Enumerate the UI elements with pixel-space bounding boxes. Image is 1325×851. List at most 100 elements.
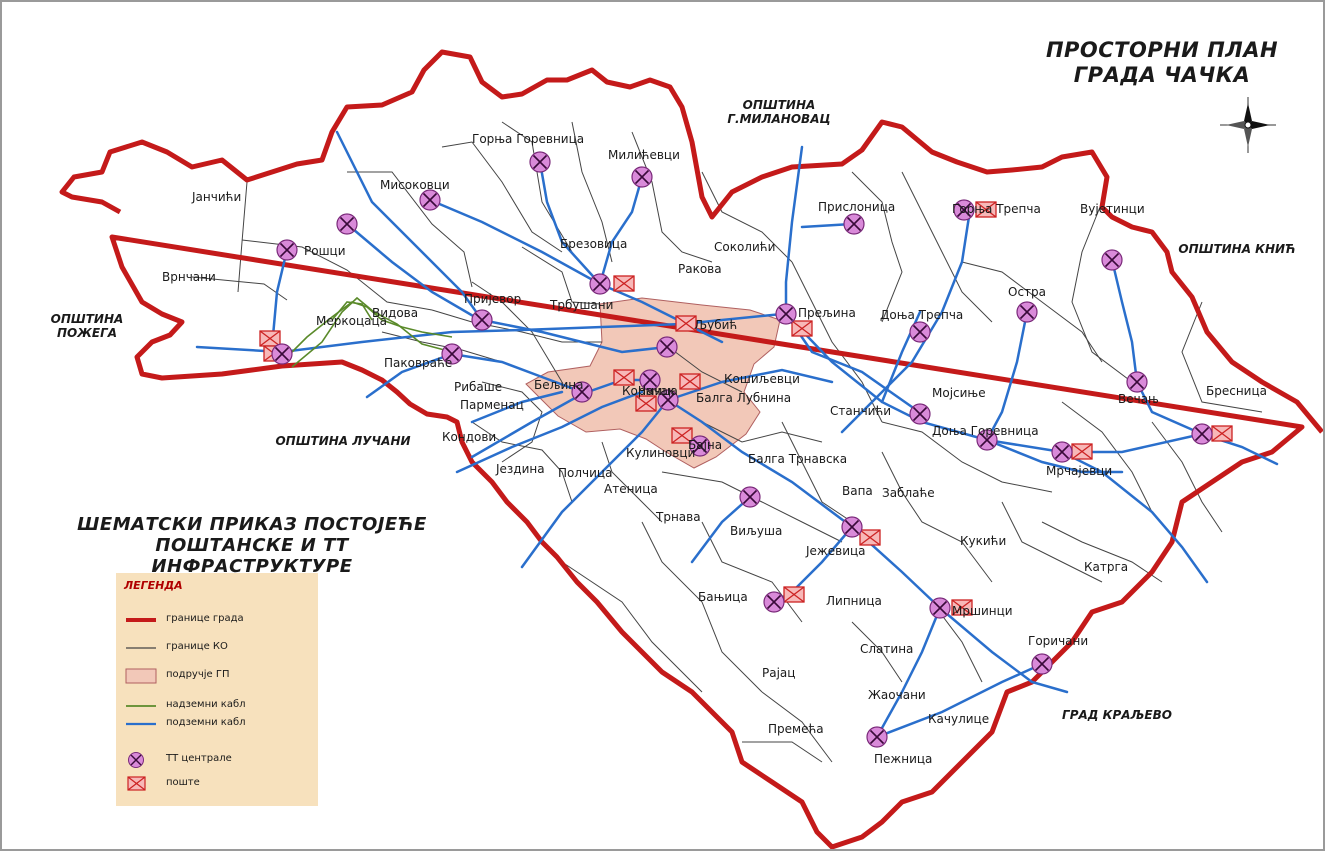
legend-item-underground-cable: подземни кабл [124,715,314,733]
place-label: Мисоковци [380,178,450,192]
place-label: Станчићи [830,404,892,418]
place-label: Мојсиње [932,386,986,400]
place-label: Кошиљевци [724,372,800,386]
post-office-icon [675,315,697,332]
post-office-icon [951,599,973,616]
place-label: Остра [1008,285,1047,299]
neighbour-knic: ОПШТИНА КНИЋ [1178,242,1296,256]
place-label: Видова [372,306,419,320]
place-label: Јанчићи [192,190,242,204]
aerial-cables [286,296,453,368]
place-label: Липница [826,594,882,608]
ko-boundaries [191,121,1263,763]
tt-center-icon [1051,441,1073,463]
underground-cables [195,130,1279,739]
place-label: Брезовица [560,237,628,251]
place-label: Пармeнац [460,398,524,412]
place-label: Заблаће [882,486,935,500]
post-office-icon [1211,425,1233,442]
legend-item-city-border: границе града [124,611,314,629]
post-office-icon [975,201,997,218]
tt-center-icon [843,213,865,235]
tt-center-icon [953,199,975,221]
place-label: Полчица [558,466,613,480]
tt-center-icon [775,303,797,325]
legend-label: поште [166,777,200,788]
post-office-icon [127,776,146,791]
map-subtitle-line2: ПОШТАНСКЕ И ТТ ИНФРАСТРУКТУРЕ [151,535,353,577]
tt-center-icon [1016,301,1038,323]
neighbour-milanovac-line2: Г.МИЛАНОВАЦ [727,112,831,126]
place-label: Мршинци [952,604,1013,618]
tt-center-icon [739,486,761,508]
tt-center-icon [1191,423,1213,445]
place-label: Соколићи [714,240,776,254]
map-title-line2: ГРАДА ЧАЧКА [1073,63,1251,87]
place-label: Вапа [842,484,873,498]
tt-center-icon [1101,249,1123,271]
map-title-line1: ПРОСТОРНИ ПЛАН [1045,38,1279,62]
place-label: Качулице [928,712,990,726]
neighbour-lucani: ОПШТИНА ЛУЧАНИ [275,434,411,448]
place-label: Кондови [442,430,497,444]
place-label: Чачак [638,384,676,398]
place-label: Јежевица [806,544,866,558]
neighbour-milanovac: ОПШТИНА Г.МИЛАНОВАЦ [724,98,834,126]
tt-center-icon [929,597,951,619]
place-label: Доња Трепча [880,308,964,322]
tt-centres [271,151,1213,748]
legend-item-urban-area: подручје ГП [124,667,314,685]
legend-label: подземни кабл [166,717,246,728]
compass-rose-icon [1220,97,1276,153]
place-label: Јездина [496,462,545,476]
post-office-icon [783,586,805,603]
legend-label: надземни кабл [166,699,246,710]
tt-center-icon [271,343,293,365]
place-label: Кукићи [960,534,1007,548]
tt-center-icon [631,166,653,188]
place-label: Рошци [304,244,346,258]
place-label: Горичани [1028,634,1089,648]
place-label: Слатина [860,642,914,656]
legend-item-tt-center: ТТ централе [124,751,314,769]
place-label: Бајна [688,438,723,452]
tt-center-icon [689,435,711,457]
place-label: Виљуша [730,524,783,538]
ko-border-icon [126,647,156,649]
place-label: Балга Трнавска [748,452,848,466]
aerial-cable-icon [126,705,156,707]
place-label: Прељина [798,306,856,320]
map-subtitle: ШЕМАТСКИ ПРИКАЗ ПОСТОЈЕЋЕ ПОШТАНСКЕ И ТТ… [62,514,442,577]
place-label: Катрга [1084,560,1129,574]
place-label: Пежница [874,752,933,766]
post-office-icon [259,330,281,347]
tt-center-icon [336,213,358,235]
place-label: Премећа [768,722,824,736]
place-label: Трнава [656,510,701,524]
neighbour-kraljevo: ГРАД КРАЉЕВО [1062,708,1172,722]
place-label: Меркоцаца [316,314,387,328]
tt-center-icon [128,752,144,768]
tt-center-icon [909,321,931,343]
place-label: Бањица [698,590,748,604]
tt-center-icon [571,381,593,403]
post-office-icon [635,395,657,412]
neighbour-pozega-line1: ОПШТИНА [50,312,124,326]
place-label: Мрчајевци [1046,464,1113,478]
tt-center-icon [657,389,679,411]
legend-item-ko-border: границе КО [124,639,314,657]
place-label: Љубић [694,318,738,332]
neighbour-pozega-line2: ПОЖЕГА [56,326,118,340]
place-label: Доња Горевница [932,424,1039,438]
place-label: Атеница [604,482,658,496]
tt-center-icon [441,343,463,365]
place-label: Ракова [678,262,722,276]
place-label: Паковраће [384,356,453,370]
place-label: Горња Горевница [472,132,585,146]
post-office-icon [671,427,693,444]
tt-center-icon [1126,371,1148,393]
post-office-icon [791,320,813,337]
legend-label: границе града [166,613,244,624]
